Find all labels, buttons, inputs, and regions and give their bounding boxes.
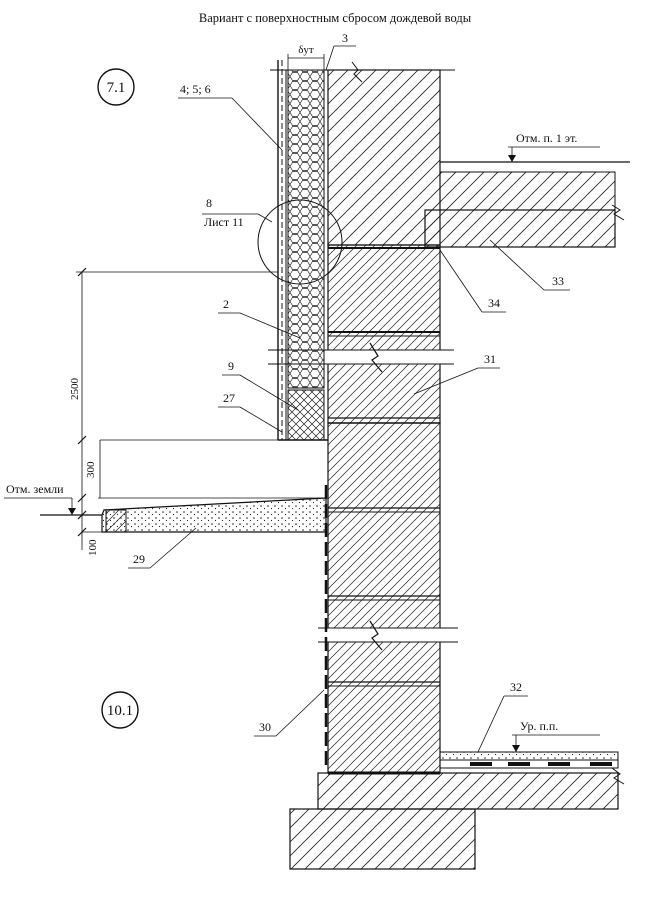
leader-33-pointer (489, 239, 545, 291)
blind-area-slab (101, 497, 327, 533)
waterproofing-strips (470, 762, 612, 766)
ground-mark-text: Отм. земли (6, 482, 64, 496)
dim-2500: 2500 (69, 378, 81, 401)
label-30: 30 (259, 720, 271, 734)
break-gap-lower (318, 628, 458, 642)
floor-slab (424, 209, 616, 248)
break-symbol (611, 204, 625, 221)
label-9: 9 (228, 359, 234, 373)
insulation-layer (287, 69, 325, 389)
level-arrow-icon (512, 745, 520, 752)
leader-30-pointer (275, 689, 325, 737)
detail-number: 8 (206, 196, 212, 210)
leader-27-pointer (239, 406, 283, 433)
foundation-cushion (317, 772, 619, 810)
drawing-title: Вариант с поверхностным сбросом дождевой… (199, 11, 472, 25)
insulation-thickness-label: δут (298, 44, 314, 56)
callout-text-top: 7.1 (107, 80, 126, 96)
callout-circle-top (97, 68, 135, 106)
label-31: 31 (484, 352, 496, 366)
foundation-footing (289, 808, 476, 870)
label-34: 34 (488, 296, 500, 310)
basement-floor-layer (439, 759, 619, 769)
leader-9-pointer (239, 374, 299, 411)
level-arrow-icon (68, 508, 76, 515)
dim-300: 300 (85, 461, 97, 478)
basement-floor-screed (439, 751, 619, 761)
label-29: 29 (133, 552, 145, 566)
leader-31-pointer (413, 367, 479, 395)
leader-32-pointer (477, 695, 505, 753)
base-insulation-block (287, 389, 325, 441)
break-symbol (369, 620, 383, 651)
level-arrow-icon (508, 155, 516, 162)
callout-text-bottom: 10.1 (107, 703, 133, 719)
label-3: 3 (342, 31, 348, 45)
detail-sheet-ref: Лист 11 (204, 215, 244, 229)
label-456: 4; 5; 6 (180, 82, 211, 96)
upper-wall (327, 69, 441, 246)
detail-ref-pointer (257, 213, 273, 223)
floor-mark-text: Отм. п. 1 эт. (516, 131, 577, 145)
label-33: 33 (552, 274, 564, 288)
label-27: 27 (223, 391, 235, 405)
detail-circle (257, 199, 343, 285)
leader-3-pointer (325, 45, 335, 71)
break-symbol (369, 342, 383, 373)
basement-wall (327, 422, 441, 774)
break-symbol (351, 61, 363, 83)
dim-ticks (77, 267, 87, 537)
callout-circle-bottom (101, 691, 139, 729)
floor-screed (439, 171, 616, 211)
break-symbol (611, 767, 625, 785)
label-32: 32 (510, 680, 522, 694)
leader-2-pointer (239, 312, 301, 339)
label-2: 2 (223, 297, 229, 311)
leader-456-pointer (231, 97, 283, 151)
dim-100: 100 (87, 539, 99, 556)
leader-29-pointer (149, 527, 197, 569)
floor-level-text: Ур. п.п. (520, 719, 558, 733)
masonry-wall-upper-blocks (327, 244, 441, 424)
curb-stone (105, 509, 127, 533)
leader-34-pointer (439, 249, 483, 313)
